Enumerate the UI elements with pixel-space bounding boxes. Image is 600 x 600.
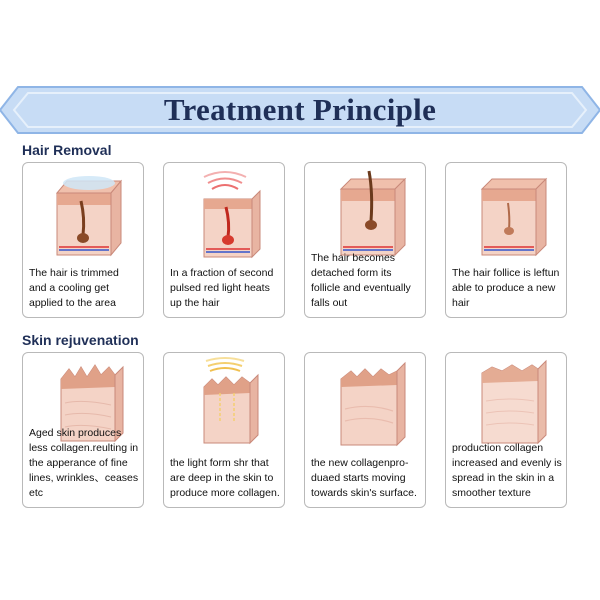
card-aged-skin: Aged skin produces less collagen.reultin… <box>22 352 144 508</box>
card-text: production collagen increased and evenly… <box>452 442 562 499</box>
smooth-skin-illustration <box>481 359 547 445</box>
light-skin-illustration <box>203 357 259 445</box>
card-light-deep: the light form shr that are deep in the … <box>163 352 285 508</box>
card-pulsed-light: In a fraction of second pulsed red light… <box>163 162 285 318</box>
section-title-hair-removal: Hair Removal <box>22 142 112 158</box>
title-banner: Treatment Principle <box>0 84 600 136</box>
card-hair-detached: The hair becomes detached form its folli… <box>304 162 426 318</box>
card-text: The hair is trimmed and a cooling get ap… <box>29 267 119 309</box>
aged-skin-illustration <box>60 364 124 443</box>
page-title: Treatment Principle <box>163 92 437 127</box>
card-follicle-unable: The hair follice is leftun able to produ… <box>445 162 567 318</box>
collagen-moving-illustration <box>340 361 406 447</box>
card-text: In a fraction of second pulsed red light… <box>170 267 274 309</box>
card-text: The hair becomes detached form its folli… <box>311 252 411 309</box>
skin-empty-follicle-illustration <box>480 177 548 257</box>
card-hair-trimmed: The hair is trimmed and a cooling get ap… <box>22 162 144 318</box>
card-text: the new collagenpro-duaed starts moving … <box>311 457 417 499</box>
card-production-collagen: production collagen increased and evenly… <box>445 352 567 508</box>
skin-hair-falls-illustration <box>339 170 407 257</box>
card-new-collagen: the new collagenpro-duaed starts moving … <box>304 352 426 508</box>
card-text: the light form shr that are deep in the … <box>170 457 280 499</box>
skin-hair-trim-illustration <box>55 176 123 257</box>
card-text: The hair follice is leftun able to produ… <box>452 267 560 309</box>
skin-light-heat-illustration <box>203 171 261 259</box>
card-text: Aged skin produces less collagen.reultin… <box>29 427 139 499</box>
section-title-skin-rejuvenation: Skin rejuvenation <box>22 332 139 348</box>
banner-ribbon-shape <box>0 86 600 134</box>
